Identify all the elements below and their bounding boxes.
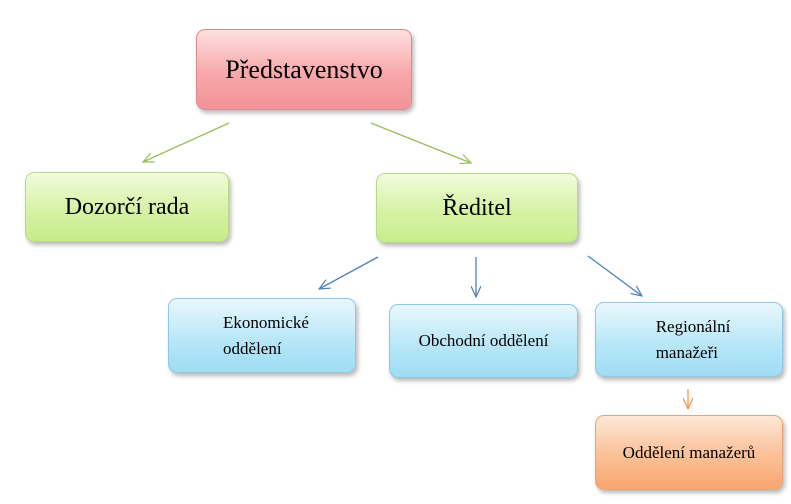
node-sales-dept-label: Obchodní oddělení	[418, 331, 549, 350]
node-supervisory-board-label: Dozorčí rada	[64, 193, 190, 220]
edge-board-to-director	[370, 122, 471, 163]
edge-board-to-supervisory-board	[143, 122, 230, 162]
node-regional-managers-label: Regionální manažeři	[648, 314, 731, 366]
node-managers-dept-label: Oddělení manažerů	[622, 442, 756, 462]
node-regional-managers-line-1: Regionální	[655, 316, 731, 336]
node-board[interactable]: Představenstvo	[196, 29, 412, 110]
node-regional-managers-line-2: manažeři	[655, 342, 718, 362]
node-managers-dept[interactable]: Oddělení manažerů	[595, 415, 783, 490]
node-regional-managers[interactable]: Regionální manažeři	[595, 302, 783, 377]
edge-director-to-regional-managers	[587, 255, 642, 296]
node-director-label: Ředitel	[442, 194, 512, 221]
node-economic-dept-line-1: Ekonomické	[223, 312, 309, 332]
node-economic-dept[interactable]: Ekonomické oddělení	[168, 298, 356, 373]
node-economic-dept-line-2: oddělení	[223, 338, 282, 358]
node-sales-dept[interactable]: Obchodní oddělení	[389, 304, 578, 378]
edge-director-to-economic-dept	[319, 256, 379, 289]
node-economic-dept-label: Ekonomické oddělení	[215, 310, 309, 362]
node-board-label: Představenstvo	[225, 54, 383, 84]
node-director[interactable]: Ředitel	[376, 173, 578, 243]
node-supervisory-board[interactable]: Dozorčí rada	[25, 172, 229, 242]
